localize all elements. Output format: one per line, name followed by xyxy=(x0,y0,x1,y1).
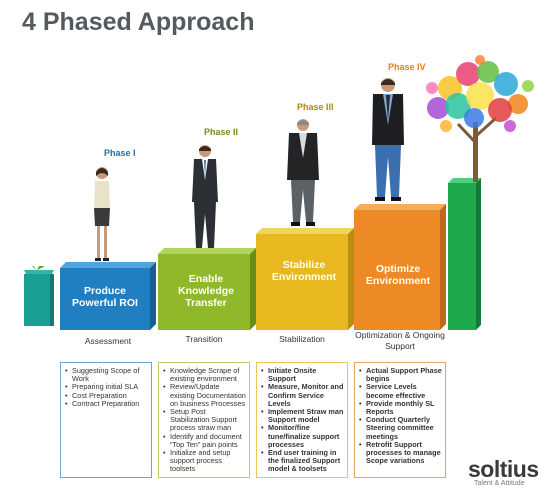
phase-1-item: Contract Preparation xyxy=(65,399,148,408)
phase-1-card: Suggesting Scope of Work Preparing initi… xyxy=(60,362,152,478)
page-title: 4 Phased Approach xyxy=(22,8,255,36)
phase-3-item: Monitor/fine tune/finalize support proce… xyxy=(261,424,344,449)
phase-4-person xyxy=(368,77,408,207)
phase-3-item: Initiate Onsite Support xyxy=(261,366,344,383)
phase-2-person xyxy=(188,144,222,256)
phase-1-block xyxy=(60,262,156,330)
colorful-tree-icon xyxy=(426,55,534,182)
phase-2-item: Knowledge Scrape of existing environment xyxy=(163,366,246,383)
phase-3-card: Initiate Onsite Support Measure, Monitor… xyxy=(256,362,348,478)
phase-2-label: Phase II xyxy=(204,127,239,137)
phase-4-item: Provide monthly SL Reports xyxy=(359,399,442,416)
phase-4-label: Phase IV xyxy=(388,62,426,72)
phase-2-stage: Transition xyxy=(185,334,223,344)
phase-1-box-text: Produce Powerful ROI xyxy=(72,285,138,309)
phase-3-item: Implement Straw man Support model xyxy=(261,407,344,424)
phase-1-label: Phase I xyxy=(104,148,136,158)
phase-3-block xyxy=(256,228,354,330)
logo-wordmark: soltius xyxy=(468,456,539,482)
phase-3-box-text: Stabilize Environment xyxy=(271,259,337,283)
phase-1-stage: Assessment xyxy=(84,336,132,346)
phase-4-card: Actual Support Phase begins Service Leve… xyxy=(354,362,446,478)
phase-2-block xyxy=(158,248,256,330)
phase-1-item: Cost Preparation xyxy=(65,391,148,400)
phase-2-item: Identify and document “Top Ten” pain poi… xyxy=(163,432,246,449)
phase-4-stage: Optimization & Ongoing Support xyxy=(355,330,445,351)
phase-4-item: Actual Support Phase begins xyxy=(359,366,442,383)
phase-3-item: End user training in the finalized Suppo… xyxy=(261,448,344,474)
phase-1-item: Suggesting Scope of Work xyxy=(65,366,148,383)
phase-1-person xyxy=(88,166,116,264)
soltius-logo: soltius xyxy=(468,456,539,483)
phase-3-label: Phase III xyxy=(297,102,334,112)
phase-2-item: Review/Update existing Documentation on … xyxy=(163,383,246,408)
phase-4-block xyxy=(354,204,446,330)
growth-bar xyxy=(448,178,481,330)
phase-2-item: Initialize and setup support process too… xyxy=(163,448,246,474)
phase-4-box-text: Optimize Environment xyxy=(365,263,431,287)
phase-3-person xyxy=(283,118,323,230)
phase-4-item: Retrofit Support processes to manage Sco… xyxy=(359,440,442,466)
phase-3-stage: Stabilization xyxy=(279,334,325,344)
phase-3-item: Measure, Monitor and Confirm Service Lev… xyxy=(261,383,344,408)
phase-2-box-text: Enable Knowledge Transfer xyxy=(177,273,234,309)
logo-tagline: Talent & Attitude xyxy=(474,480,525,487)
phase-2-card: Knowledge Scrape of existing environment… xyxy=(158,362,250,478)
phase-1-item: Preparing initial SLA xyxy=(65,383,148,392)
sprout-icon xyxy=(24,266,54,326)
phase-2-item: Setup Post Stabilization Support process… xyxy=(163,407,246,433)
phase-4-item: Conduct Quarterly Steering committee mee… xyxy=(359,416,442,441)
phase-4-item: Service Levels become effective xyxy=(359,383,442,400)
